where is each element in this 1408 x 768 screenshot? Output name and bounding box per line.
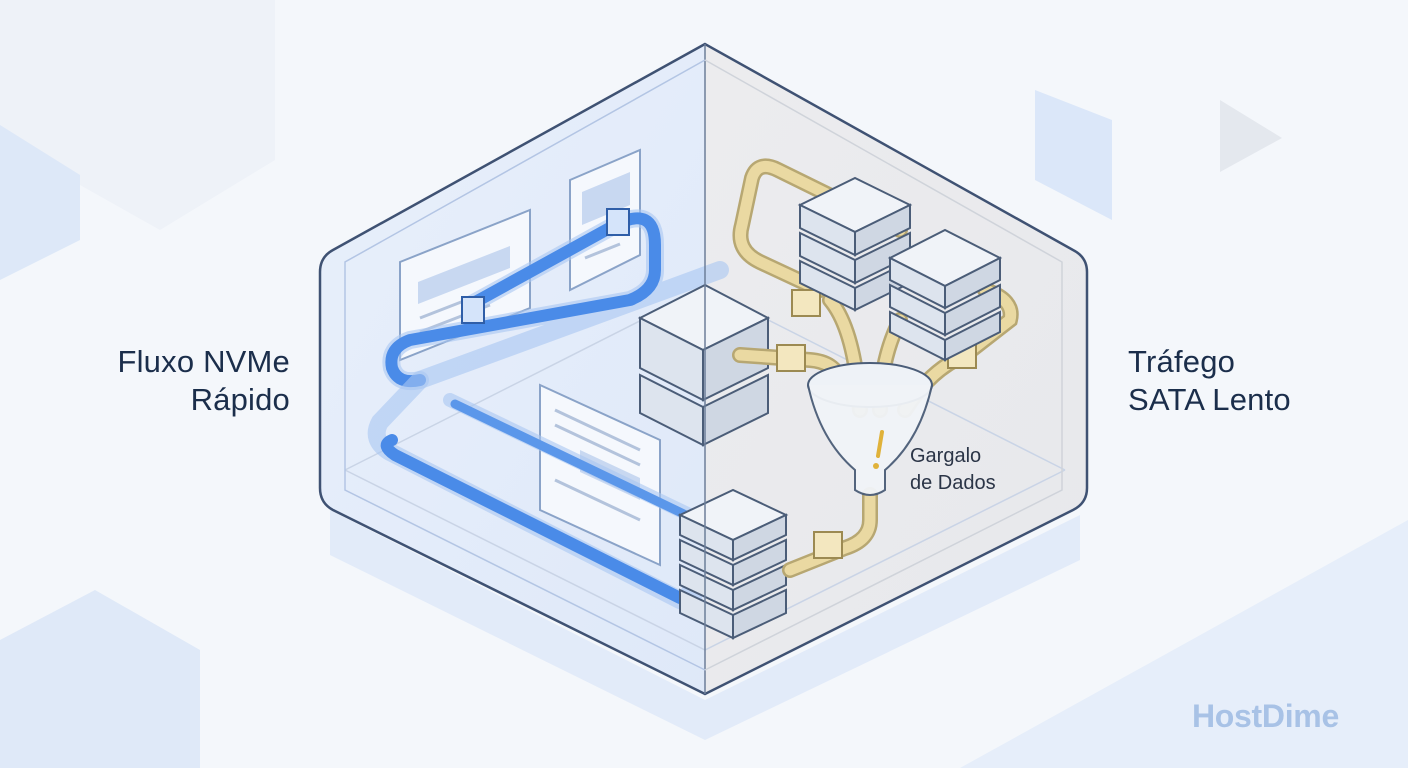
bg-hexagon: [0, 125, 80, 280]
play-triangle-icon: [1220, 100, 1282, 172]
sata-traffic-label-line-1: Tráfego: [1128, 344, 1236, 379]
box-shadow: [330, 510, 1080, 740]
nvme-flow-label-line-1: Fluxo NVMe: [117, 344, 290, 379]
server-stack-icon: [637, 283, 771, 447]
sata-traffic-label: Tráfego SATA Lento: [1128, 343, 1388, 419]
bottleneck-label: Gargalo de Dados: [910, 443, 996, 497]
bottleneck-label-line-1: Gargalo: [910, 445, 982, 467]
box-inner-edge: [344, 59, 706, 671]
document-panel-icon: [399, 208, 531, 362]
server-stack-icon: [677, 488, 789, 640]
box-inner-edge: [704, 59, 1063, 671]
bottleneck-label-line-2: de Dados: [910, 472, 996, 494]
nvme-flow-label: Fluxo NVMe Rápido: [60, 343, 290, 419]
nvme-data-pipe-icon: [461, 208, 630, 324]
warning-icon: [873, 430, 884, 469]
sata-traffic-label-line-2: SATA Lento: [1128, 382, 1291, 417]
bg-hexagon: [960, 520, 1408, 768]
funnel-icon: [807, 362, 933, 496]
server-stack-icon: [887, 228, 1003, 362]
brand-logo: HostDime: [1192, 698, 1339, 734]
nvme-flow-label-line-2: Rápido: [190, 382, 290, 417]
nvme-data-pipe-icon: [367, 209, 729, 612]
bg-hexagon: [0, 590, 200, 768]
bg-hexagon: [1035, 90, 1112, 220]
